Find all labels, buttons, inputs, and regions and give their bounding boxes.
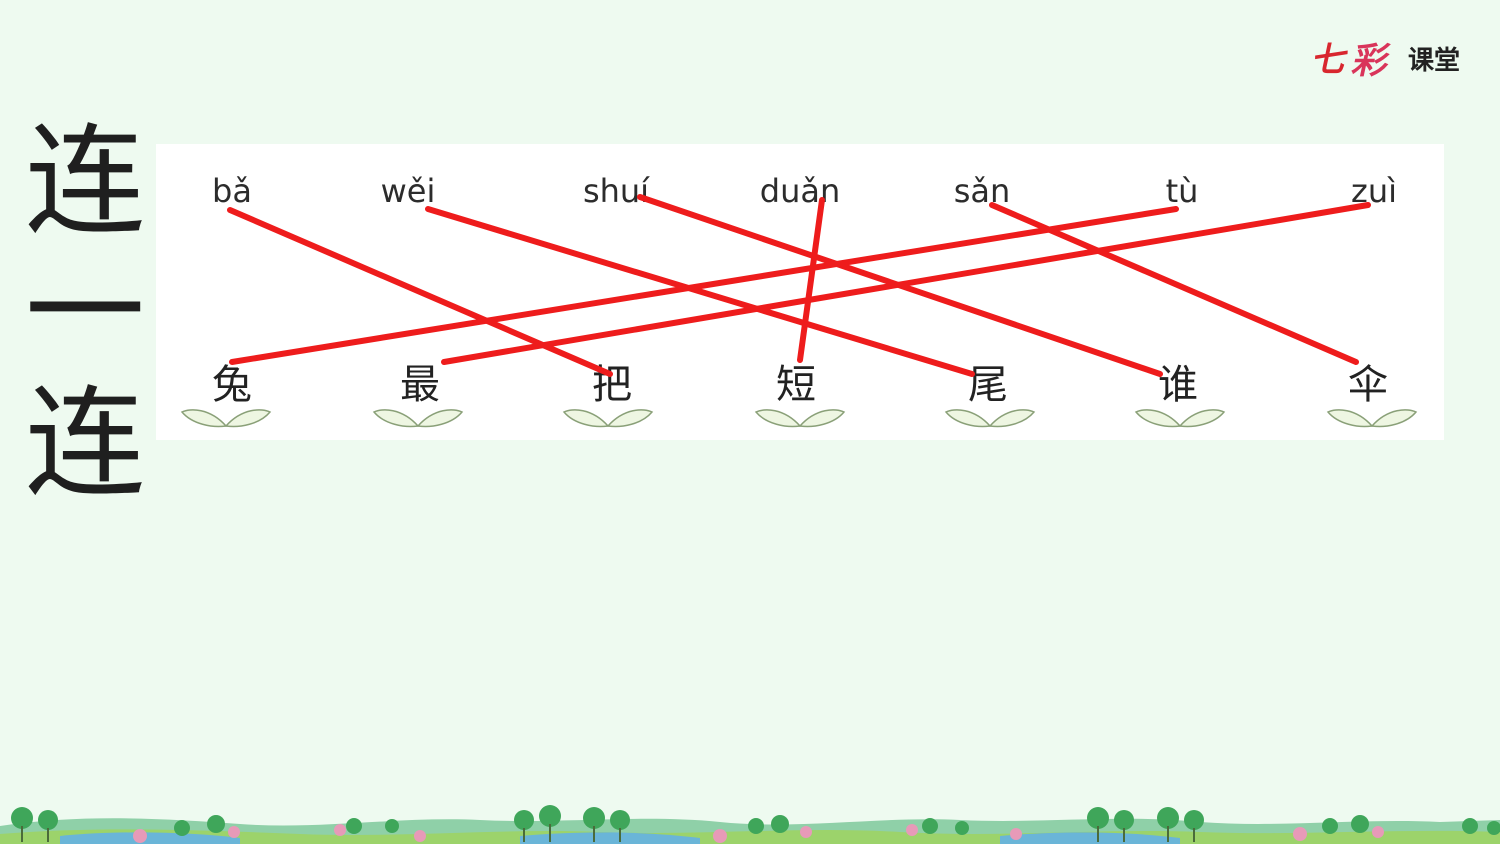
hanzi-san[interactable]: 伞 xyxy=(1348,362,1388,408)
leaf-icon xyxy=(944,409,1036,428)
matching-panel: bǎ wěi shuí duǎn sǎn tù zuì 兔 最 把 短 尾 谁 … xyxy=(156,144,1444,440)
pinyin-tu[interactable]: tù xyxy=(1165,172,1199,210)
leaf-icon xyxy=(180,409,272,428)
leaf-icon xyxy=(1134,409,1226,428)
logo-char-cai: 彩 xyxy=(1348,41,1394,82)
leaf-icon xyxy=(1326,409,1418,428)
leaf-icon xyxy=(754,409,846,428)
title-char-1: 连 xyxy=(25,113,145,252)
leaf-icon xyxy=(562,409,654,428)
pinyin-duan[interactable]: duǎn xyxy=(759,172,841,210)
leaf-icon xyxy=(372,409,464,428)
title-char-3: 连 xyxy=(25,375,145,514)
pinyin-zui[interactable]: zuì xyxy=(1351,172,1397,210)
logo-char-qi: 七 xyxy=(1309,40,1352,80)
pinyin-ba[interactable]: bǎ xyxy=(212,172,252,210)
decorative-landscape xyxy=(0,805,1500,844)
hanzi-shui[interactable]: 谁 xyxy=(1158,362,1198,408)
pinyin-wei[interactable]: wěi xyxy=(380,172,436,210)
pinyin-san[interactable]: sǎn xyxy=(953,172,1011,210)
pinyin-shui[interactable]: shuí xyxy=(582,172,650,210)
logo-text-ketang: 课堂 xyxy=(1408,46,1461,76)
title-char-2: 一 xyxy=(25,243,145,382)
title-column: 连 一 连 xyxy=(22,118,148,518)
brand-logo: 七 彩 课堂 xyxy=(1309,26,1472,86)
